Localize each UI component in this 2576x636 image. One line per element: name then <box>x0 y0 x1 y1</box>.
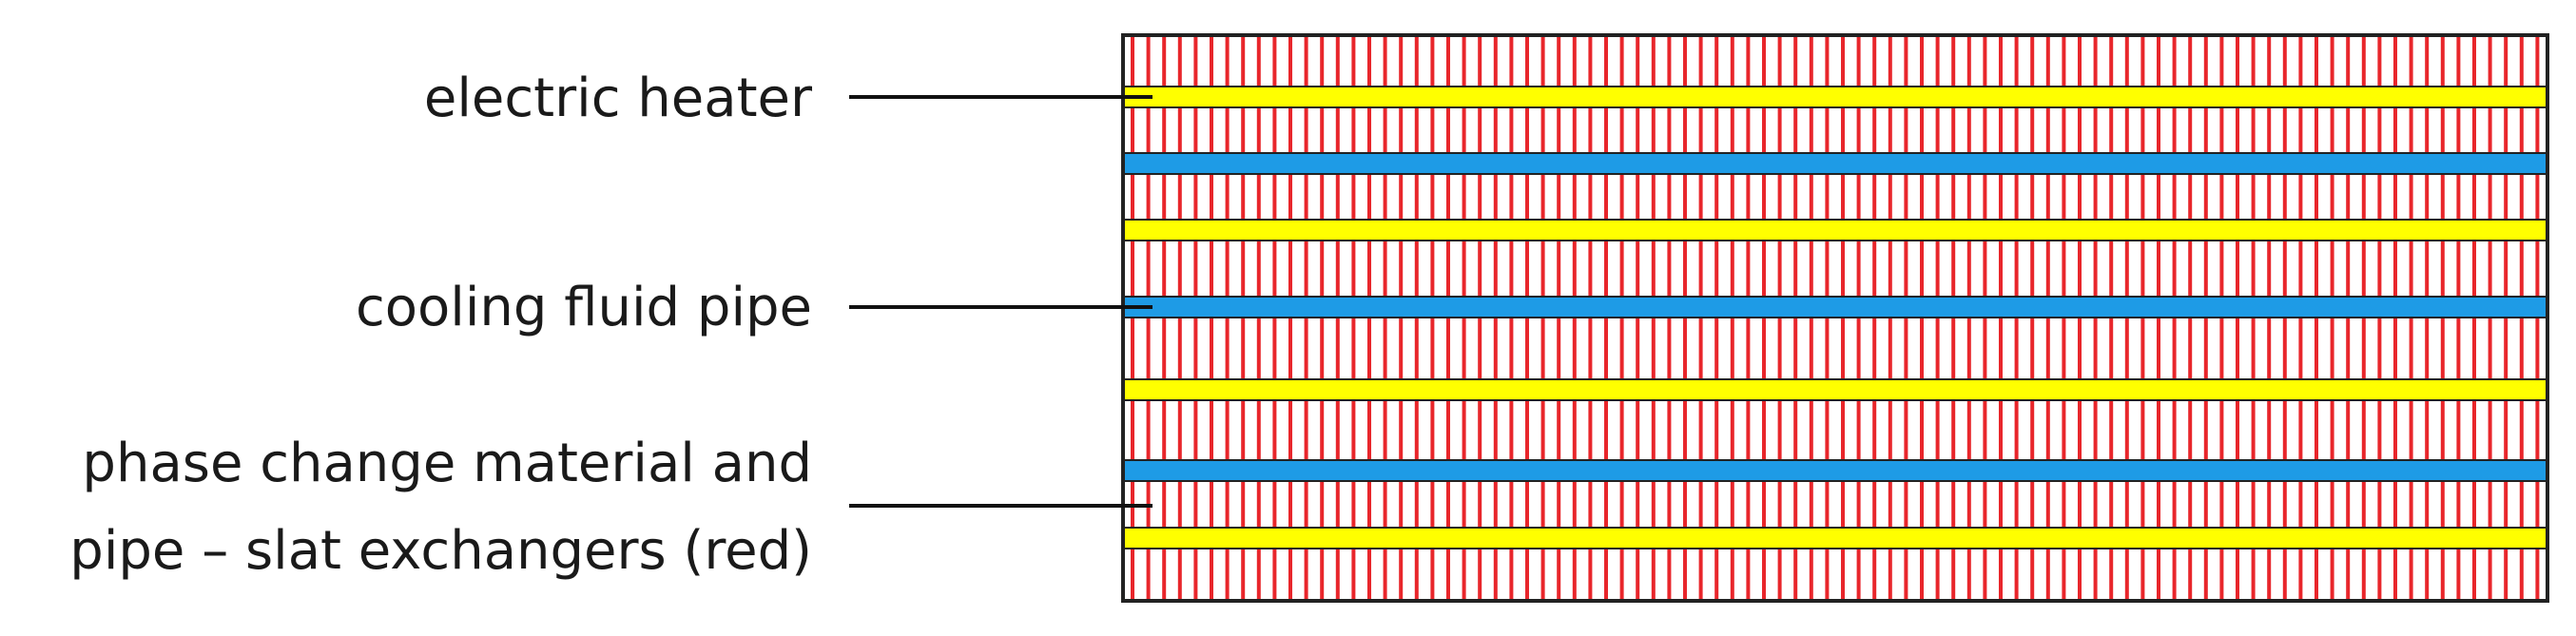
label-electric-heater: electric heater <box>423 67 812 129</box>
heater-bar <box>1122 527 2548 549</box>
label-pcm-line-1: phase change material and <box>82 433 812 494</box>
leader-lines <box>849 95 1152 508</box>
cooling-pipe-bar <box>1122 152 2548 175</box>
label-pcm-line-2: pipe – slat exchangers (red) <box>69 520 812 582</box>
cooling-pipe-bar <box>1122 459 2548 482</box>
heater-bar <box>1122 219 2548 241</box>
exchanger-outline <box>1121 33 2549 603</box>
cooling-pipe-bar <box>1122 296 2548 318</box>
pipe-bars <box>1122 86 2548 549</box>
heater-bar <box>1122 378 2548 401</box>
heater-bar <box>1122 86 2548 108</box>
label-cooling-fluid-pipe: cooling fluid pipe <box>355 277 812 338</box>
